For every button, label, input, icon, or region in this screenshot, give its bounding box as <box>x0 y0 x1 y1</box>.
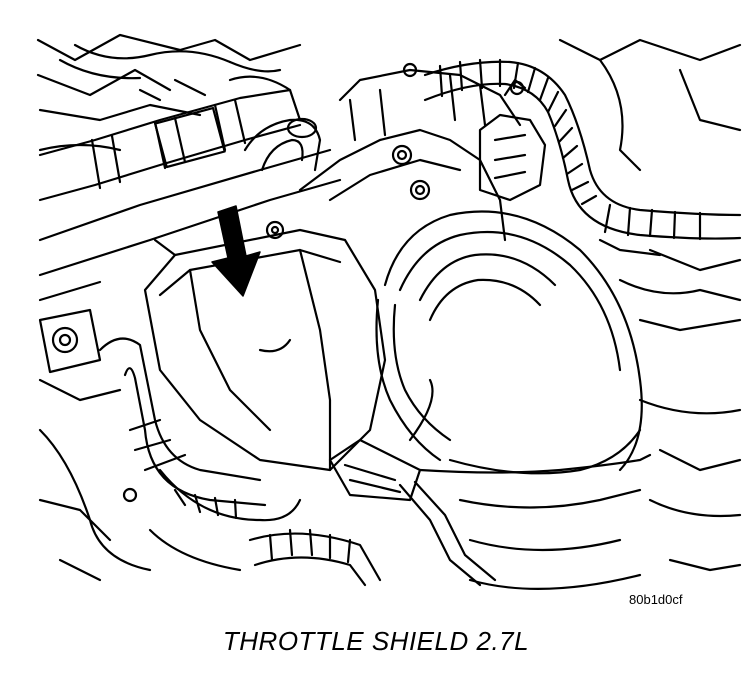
arrow-down-icon <box>211 205 261 297</box>
upper-hose <box>243 117 322 172</box>
throttle-shield <box>143 228 387 472</box>
intake-rail <box>38 148 342 302</box>
lower-harness <box>248 528 382 587</box>
wiring-harness <box>423 58 742 241</box>
figure-caption: THROTTLE SHIELD 2.7L <box>222 626 530 656</box>
shield-bolt <box>265 220 285 240</box>
figure-code: 80b1d0cf <box>629 592 683 607</box>
throttle-sensor-connector <box>478 78 547 202</box>
coolant-hose <box>98 337 302 522</box>
right-engine-detail <box>558 38 742 572</box>
air-intake-duct <box>375 210 643 590</box>
mounting-bolt-left <box>38 308 102 374</box>
throttle-body <box>298 62 522 242</box>
lower-left-engine-detail <box>38 378 242 582</box>
lower-sensor-connector <box>328 378 652 587</box>
fuel-line-pipe <box>38 88 302 202</box>
